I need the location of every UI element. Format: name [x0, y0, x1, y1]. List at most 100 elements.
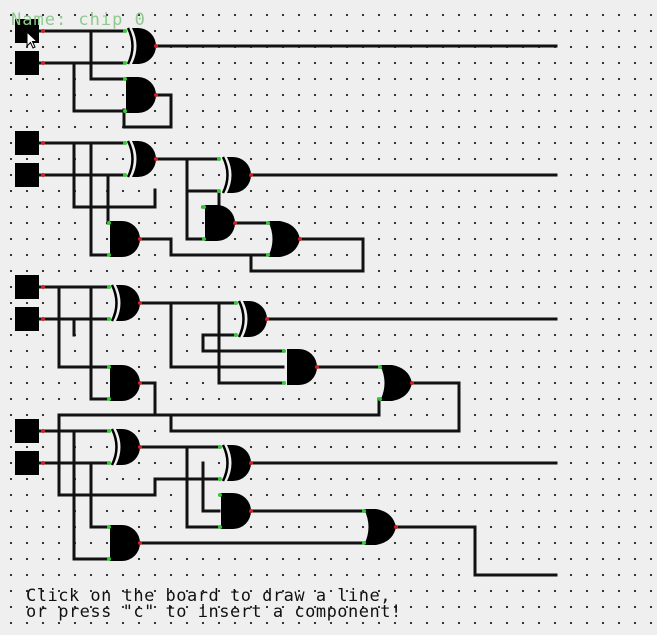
- input-pin[interactable]: [107, 317, 111, 321]
- wire[interactable]: [153, 477, 221, 497]
- input-pin[interactable]: [202, 237, 206, 241]
- output-pin[interactable]: [138, 301, 142, 305]
- input-pin[interactable]: [282, 349, 286, 353]
- wire[interactable]: [169, 301, 285, 369]
- xor-gate[interactable]: [237, 300, 267, 338]
- input-pin[interactable]: [362, 541, 366, 545]
- input-pin[interactable]: [234, 301, 238, 305]
- and-gate[interactable]: [110, 365, 140, 401]
- output-pin[interactable]: [41, 429, 45, 433]
- wire[interactable]: [89, 461, 110, 529]
- input-pin[interactable]: [362, 509, 366, 513]
- input-pin[interactable]: [378, 365, 382, 369]
- output-pin[interactable]: [249, 173, 253, 177]
- output-pin[interactable]: [249, 509, 253, 513]
- output-pin[interactable]: [41, 173, 45, 177]
- input-pin[interactable]: [218, 525, 222, 529]
- output-pin[interactable]: [138, 237, 142, 241]
- output-pin[interactable]: [394, 525, 398, 529]
- input-switch[interactable]: [15, 131, 39, 155]
- output-pin[interactable]: [41, 141, 45, 145]
- and-gate[interactable]: [221, 493, 251, 529]
- input-switch[interactable]: [15, 51, 39, 75]
- wire[interactable]: [201, 333, 285, 353]
- wire[interactable]: [185, 445, 221, 529]
- wire[interactable]: [249, 237, 365, 273]
- input-pin[interactable]: [217, 189, 221, 193]
- wire[interactable]: [217, 301, 285, 385]
- xor-gate[interactable]: [110, 284, 140, 322]
- output-pin[interactable]: [138, 381, 142, 385]
- input-pin[interactable]: [107, 253, 111, 257]
- output-pin[interactable]: [410, 381, 414, 385]
- and-gate[interactable]: [205, 205, 235, 241]
- input-pin[interactable]: [202, 205, 206, 209]
- input-pin[interactable]: [234, 333, 238, 337]
- output-pin[interactable]: [154, 93, 158, 97]
- wire[interactable]: [89, 141, 110, 257]
- input-pin[interactable]: [218, 445, 222, 449]
- input-pin[interactable]: [123, 109, 127, 113]
- output-pin[interactable]: [265, 317, 269, 321]
- wire[interactable]: [137, 237, 269, 257]
- input-pin[interactable]: [107, 285, 111, 289]
- input-switch[interactable]: [15, 307, 39, 331]
- wire[interactable]: [57, 413, 157, 497]
- output-pin[interactable]: [138, 541, 142, 545]
- input-switch[interactable]: [15, 163, 39, 187]
- input-pin[interactable]: [107, 221, 111, 225]
- output-pin[interactable]: [249, 461, 253, 465]
- xor-gate[interactable]: [221, 156, 251, 194]
- wire[interactable]: [201, 461, 221, 513]
- input-pin[interactable]: [266, 253, 270, 257]
- input-pin[interactable]: [107, 429, 111, 433]
- and-gate[interactable]: [126, 77, 156, 113]
- xor-gate[interactable]: [126, 27, 156, 65]
- input-pin[interactable]: [107, 365, 111, 369]
- and-gate[interactable]: [110, 221, 140, 257]
- and-gate[interactable]: [110, 525, 140, 561]
- input-pin[interactable]: [123, 173, 127, 177]
- or-gate[interactable]: [268, 221, 300, 257]
- input-pin[interactable]: [282, 381, 286, 385]
- output-pin[interactable]: [154, 157, 158, 161]
- input-switch[interactable]: [15, 451, 39, 475]
- wire[interactable]: [169, 381, 461, 433]
- input-pin[interactable]: [123, 77, 127, 81]
- xor-gate[interactable]: [221, 444, 251, 482]
- output-pin[interactable]: [41, 461, 45, 465]
- output-pin[interactable]: [298, 237, 302, 241]
- input-pin[interactable]: [107, 461, 111, 465]
- and-gate[interactable]: [287, 349, 317, 385]
- wire[interactable]: [201, 189, 221, 209]
- wire[interactable]: [393, 525, 558, 577]
- wire[interactable]: [89, 29, 126, 81]
- or-gate[interactable]: [380, 365, 412, 401]
- input-pin[interactable]: [218, 477, 222, 481]
- or-gate[interactable]: [364, 509, 396, 545]
- wire[interactable]: [72, 141, 157, 209]
- output-pin[interactable]: [154, 44, 158, 48]
- input-pin[interactable]: [107, 557, 111, 561]
- wire[interactable]: [122, 93, 173, 129]
- input-pin[interactable]: [218, 493, 222, 497]
- wire[interactable]: [57, 285, 110, 369]
- input-pin[interactable]: [123, 29, 127, 33]
- wire[interactable]: [89, 285, 110, 401]
- output-pin[interactable]: [41, 61, 45, 65]
- xor-gate[interactable]: [126, 140, 156, 178]
- wire[interactable]: [137, 381, 381, 417]
- output-pin[interactable]: [41, 29, 45, 33]
- xor-gate[interactable]: [110, 428, 140, 466]
- input-pin[interactable]: [378, 397, 382, 401]
- wire[interactable]: [72, 61, 126, 113]
- input-pin[interactable]: [123, 61, 127, 65]
- input-pin[interactable]: [217, 157, 221, 161]
- output-pin[interactable]: [41, 285, 45, 289]
- input-pin[interactable]: [107, 525, 111, 529]
- output-pin[interactable]: [138, 445, 142, 449]
- input-pin[interactable]: [266, 221, 270, 225]
- input-pin[interactable]: [123, 141, 127, 145]
- output-pin[interactable]: [41, 317, 45, 321]
